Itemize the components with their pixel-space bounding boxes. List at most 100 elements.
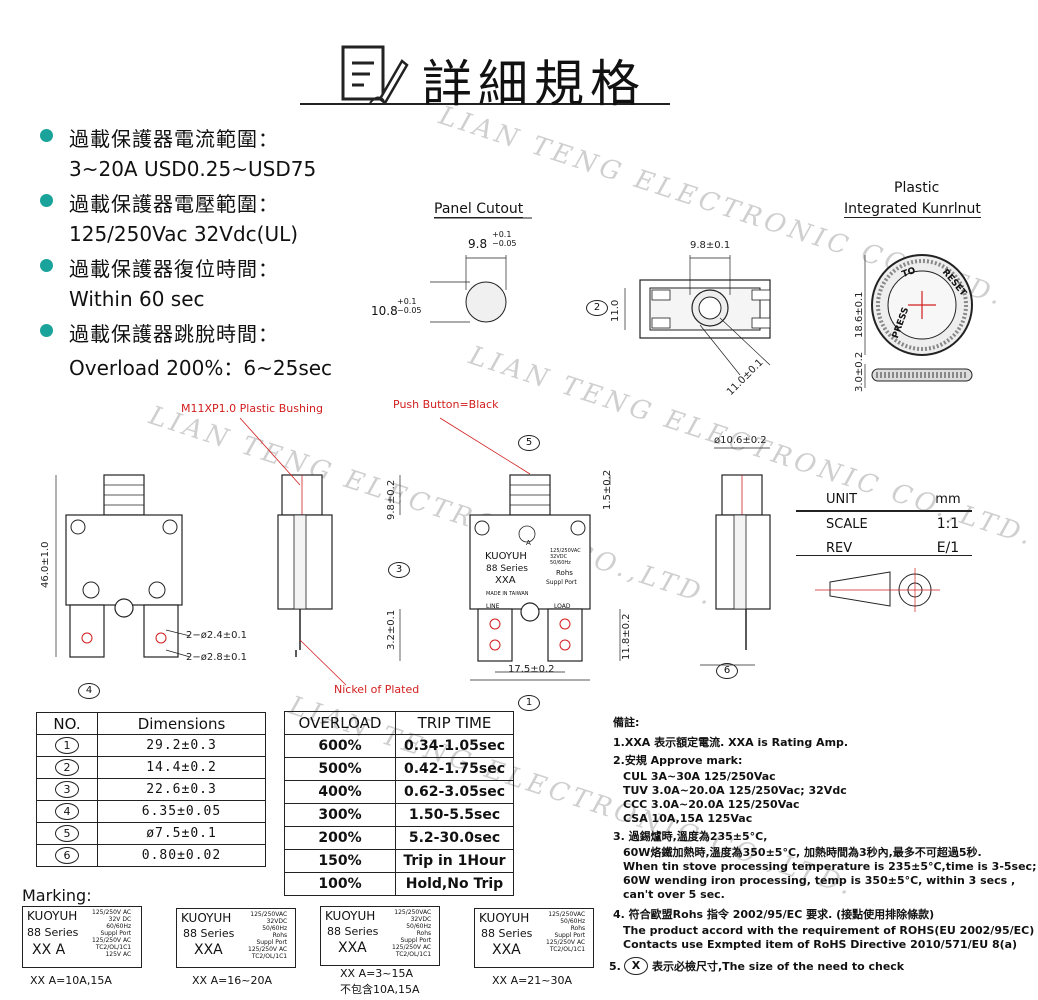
bushing-label: M11XP1.0 Plastic Bushing — [181, 402, 323, 415]
face-suppl: Suppl Port — [546, 579, 577, 586]
dim-10.8: 10.8 — [371, 304, 398, 318]
marking-caption: XX A=16~20A — [192, 974, 273, 987]
marking-brand: KUOYUH — [325, 909, 376, 923]
knurlnut-title: Integrated Kunrlnut — [844, 201, 981, 218]
spec-current-label: 過載保護器電流範圍： — [69, 127, 279, 151]
marking-series: 88 Series — [327, 925, 379, 938]
dim-9.8-02: 9.8±0.2 — [386, 479, 397, 520]
marking-ratings: 125/250VAC 32VDC 50/60Hz Rohs Suppl Port… — [392, 909, 432, 958]
dim-row-value: ø7.5±0.1 — [97, 822, 266, 845]
overload-value: 300% — [284, 803, 396, 827]
overload-value: 150% — [284, 849, 396, 873]
marking-title: Marking: — [22, 886, 92, 905]
marking-xxa: XXA — [338, 940, 367, 956]
marking-caption: XX A=21~30A — [492, 974, 573, 987]
marking-ratings: 125/250V AC 32V DC 60/60Hz Suppl Port 12… — [92, 909, 132, 958]
dim-row-value: 22.6±0.3 — [97, 778, 266, 801]
spec-reset-label: 過載保護器復位時間： — [69, 257, 279, 281]
note-3-line: 60W wending iron processing, temp is 350… — [623, 874, 1016, 887]
overload-header: OVERLOAD — [284, 711, 396, 735]
face-xxa: XXA — [495, 575, 516, 586]
bullet-dot — [40, 194, 53, 207]
note-1: 1.XXA 表示額定電流. XXA is Rating Amp. — [613, 736, 849, 749]
dim-9.8: 9.8 — [468, 237, 488, 251]
trip-time-value: 0.62-3.05sec — [395, 780, 514, 804]
dim-9.8-tol: 9.8±0.1 — [690, 240, 731, 251]
note-4-line: The product accord with the requirement … — [623, 924, 1035, 937]
trip-time-value: Trip in 1Hour — [395, 849, 514, 873]
bullet-dot — [40, 129, 53, 142]
dim-11.8: 11.8±0.2 — [621, 613, 632, 660]
marking-xxa: XX A — [32, 942, 66, 958]
dim-46.0: 46.0±1.0 — [40, 541, 51, 588]
note-5: 表示必檢尺寸,The size of the need to check — [652, 960, 905, 973]
unit-value: mm — [935, 491, 961, 507]
note-2-line: CUL 3A~30A 125/250Vac — [623, 770, 776, 783]
note-3-line: When tin stove processing temperature is… — [623, 860, 1037, 873]
dim-17.5: 17.5±0.2 — [508, 664, 555, 675]
spec-voltage-label: 過載保護器電壓範圍： — [69, 192, 279, 216]
note-3-line: can't over 5 sec. — [623, 888, 725, 901]
face-ratings: 125/250VAC 32VDC 50/60Hz — [550, 548, 581, 566]
bullet-dot — [40, 259, 53, 272]
face-load: LOAD — [554, 603, 571, 610]
dim-row-no: 2 — [55, 759, 79, 776]
callout-3: 3 — [388, 562, 410, 578]
face-line: LINE — [486, 603, 500, 610]
marking-ratings: 125/250VAC 32VDC 50/60Hz Rohs Suppl Port… — [248, 911, 288, 960]
note-3-line: 60W烙鐵加熱時,溫度為350±5°C, 加熱時間為3秒內,最多不可超過5秒. — [623, 846, 982, 859]
dim-row-no: 4 — [55, 803, 79, 820]
dim-row-value: 29.2±0.3 — [97, 734, 266, 757]
overload-value: 600% — [284, 734, 396, 758]
dim-row-value: 6.35±0.05 — [97, 800, 266, 823]
rev-value: E/1 — [936, 540, 960, 556]
note-2-line: CSA 10A,15A 125Vac — [623, 812, 753, 825]
nickel-label: Nickel of Plated — [334, 683, 420, 696]
spec-current-value: 3~20A USD0.25~USD75 — [69, 157, 317, 181]
marking-xxa: XXA — [194, 942, 223, 958]
marking-label-3 — [320, 906, 440, 966]
notes-title: 備註: — [613, 716, 640, 729]
page-title: 詳細規格 — [422, 55, 646, 113]
check-symbol-icon: X — [624, 957, 648, 975]
note-3: 3. 過錫爐時,溫度為235±5°C, — [613, 830, 768, 843]
face-series: 88 Series — [486, 564, 528, 574]
dim-3.0: 3.0±0.2 — [854, 351, 865, 392]
marking-caption-note: 不包含10A,15A — [340, 983, 420, 996]
marking-series: 88 Series — [481, 927, 533, 940]
marking-xxa: XXA — [492, 942, 521, 958]
callout-2: 2 — [586, 300, 608, 316]
note-4-line: Contacts use Exmpted item of RoHS Direct… — [623, 938, 1018, 951]
scale-key: SCALE — [826, 516, 868, 532]
dim-row-no: 3 — [55, 781, 79, 798]
rev-key: REV — [826, 540, 853, 556]
note-4: 4. 符合歐盟Rohs 指令 2002/95/EC 要求. (接點使用排除條款) — [613, 908, 935, 921]
dimensions-header-no: NO. — [36, 712, 98, 735]
panel-cutout-title: Panel Cutout — [434, 201, 524, 218]
dim-3.2: 3.2±0.1 — [386, 609, 397, 650]
overload-value: 400% — [284, 780, 396, 804]
face-made: MADE IN TAIWAN — [486, 591, 529, 597]
face-rohs: Rohs — [556, 569, 573, 577]
callout-1: 1 — [518, 695, 540, 711]
trip-time-value: 5.2-30.0sec — [395, 826, 514, 850]
marking-series: 88 Series — [27, 926, 79, 939]
note-2-line: TUV 3.0A~20.0A 125/250Vac; 32Vdc — [623, 784, 847, 797]
bullet-dot — [40, 324, 53, 337]
dim-10.8-tolerance: +0.1 −0.05 — [397, 297, 422, 315]
spec-reset-value: Within 60 sec — [69, 287, 205, 311]
scale-value: 1:1 — [936, 516, 960, 532]
spec-voltage-value: 125/250Vac 32Vdc(UL) — [69, 222, 299, 246]
marking-brand: KUOYUH — [181, 911, 232, 925]
marking-brand: KUOYUH — [27, 909, 78, 923]
note-5-prefix: 5. — [609, 960, 621, 973]
marking-ratings: 125/250VAC 50/60Hz Rohs Suppl Port 125/2… — [546, 911, 586, 953]
callout-6: 6 — [716, 663, 738, 679]
dimensions-header-dim: Dimensions — [97, 712, 266, 735]
dim-9.8-tolerance: +0.1 −0.05 — [492, 230, 517, 248]
unit-divider — [796, 555, 972, 556]
marking-brand: KUOYUH — [479, 911, 530, 925]
callout-4: 4 — [78, 683, 100, 699]
overload-value: 200% — [284, 826, 396, 850]
